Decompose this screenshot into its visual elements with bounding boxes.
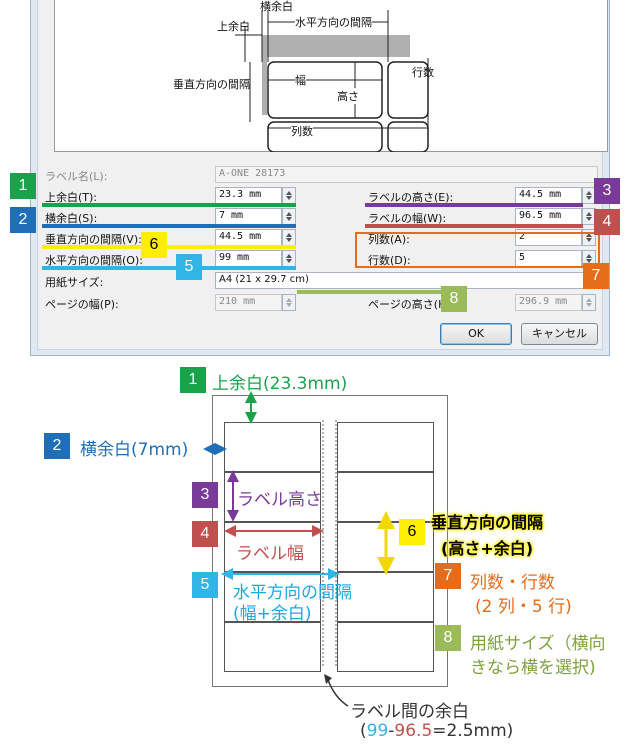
preview-label-4 (387, 121, 429, 152)
preview-top-margin: 上余白 (217, 20, 250, 33)
paper-size-select[interactable]: A4 (21 x 29.7 cm) (215, 272, 598, 289)
side-margin-spinner[interactable] (282, 208, 296, 225)
paper-size-label: 用紙サイズ: (45, 276, 104, 289)
badge-3-diagram: 3 (192, 482, 218, 508)
vert-pitch-input[interactable]: 44.5 mm (215, 229, 282, 246)
cols-rows-annotation-2: (2 列・5 行) (475, 597, 572, 617)
badge-1: 1 (10, 173, 36, 199)
marker-box-7 (355, 232, 600, 268)
page-width-input: 210 mm (215, 294, 282, 311)
badge-5: 5 (176, 254, 202, 280)
marker-line-8 (297, 290, 457, 294)
page-width-spinner (282, 294, 296, 311)
horiz-pitch-spinner[interactable] (282, 250, 296, 267)
preview-label-1 (267, 61, 383, 119)
top-margin-spinner[interactable] (282, 187, 296, 204)
badge-4-diagram: 4 (192, 521, 218, 547)
vert-pitch-annotation-2: (高さ+余白) (441, 539, 534, 558)
label-cell (337, 472, 434, 522)
rows-label: 行数(D): (368, 254, 411, 267)
preview-rows: 行数 (412, 66, 434, 79)
label-cell (337, 622, 434, 672)
gap-value-b: 96.5 (394, 721, 433, 741)
page-height-spinner (582, 294, 596, 311)
label-cell (224, 472, 321, 522)
vert-pitch-label: 垂直方向の間隔(V): (45, 233, 142, 246)
page-left-area (262, 35, 267, 115)
label-width-label: ラベルの幅(W): (368, 212, 447, 225)
label-height-input[interactable]: 44.5 mm (515, 187, 582, 204)
label-width-annotation: ラベル幅 (236, 544, 304, 564)
label-width-input[interactable]: 96.5 mm (515, 208, 582, 225)
label-cell (224, 422, 321, 472)
label-height-label: ラベルの高さ(E): (368, 191, 454, 204)
gap-value-a: 99 (366, 721, 389, 741)
label-height-annotation: ラベル高さ (237, 490, 322, 510)
preview-vert-pitch: 垂直方向の間隔 (173, 78, 250, 91)
preview-side-margin: 横余白 (260, 0, 293, 13)
side-margin-label: 横余白(S): (45, 212, 98, 225)
badge-3: 3 (594, 178, 620, 204)
cols-label: 列数(A): (368, 233, 410, 246)
horiz-pitch-label: 水平方向の間隔(O): (45, 254, 143, 267)
cols-rows-annotation-1: 列数・行数 (470, 573, 555, 593)
badge-2: 2 (10, 207, 36, 233)
badge-5-diagram: 5 (192, 572, 218, 598)
badge-1-diagram: 1 (180, 367, 206, 393)
marker-line-4 (365, 224, 583, 228)
gap-annotation-1: ラベル間の余白 (350, 702, 469, 722)
marker-line-6 (42, 245, 296, 249)
preview-height: 高さ (337, 88, 359, 104)
side-margin-annotation: 横余白(7mm) (80, 440, 189, 460)
badge-6-diagram: 6 (399, 519, 425, 545)
cancel-button[interactable]: キャンセル (521, 323, 598, 345)
ok-button[interactable]: OK (440, 323, 512, 345)
badge-6: 6 (141, 232, 167, 258)
horiz-pitch-annotation-2: (幅+余白) (233, 604, 312, 624)
top-margin-input[interactable]: 23.3 mm (215, 187, 282, 204)
page-height-input: 296.9 mm (515, 294, 582, 311)
gap-dash: - (388, 721, 395, 741)
label-name-label: ラベル名(L): (45, 170, 108, 183)
badge-2-diagram: 2 (44, 433, 70, 459)
label-name-field: A-ONE 28173 (215, 166, 598, 183)
paper-size-annotation-1: 用紙サイズ（横向 (470, 634, 606, 654)
marker-line-5 (42, 266, 296, 270)
page-top-area (262, 35, 410, 57)
top-margin-annotation: 上余白(23.3mm) (212, 374, 348, 394)
badge-7-diagram: 7 (435, 563, 461, 589)
preview-label-2 (267, 121, 383, 152)
label-preview-panel: 横余白 上余白 水平方向の間隔 垂直方向の間隔 幅 高さ 行数 列数 (54, 0, 608, 152)
side-margin-input[interactable]: 7 mm (215, 208, 282, 225)
horiz-pitch-input[interactable]: 99 mm (215, 250, 282, 267)
label-cell (337, 422, 434, 472)
vert-pitch-annotation-1: 垂直方向の間隔 (431, 513, 544, 532)
paper-size-annotation-2: きなら横を選択) (470, 658, 596, 678)
top-margin-label: 上余白(T): (45, 191, 98, 204)
marker-line-3 (365, 203, 583, 207)
horiz-pitch-annotation-1: 水平方向の間隔 (233, 583, 352, 603)
preview-horiz-pitch: 水平方向の間隔 (295, 14, 372, 30)
preview-width: 幅 (295, 72, 306, 88)
gap-open-paren: ( (360, 721, 367, 741)
vert-pitch-spinner[interactable] (282, 229, 296, 246)
gap-result: =2.5mm) (432, 721, 514, 741)
label-cell (224, 622, 321, 672)
page-width-label: ページの幅(P): (45, 298, 119, 311)
gap-annotation-2: (99-96.5=2.5mm) (360, 721, 513, 741)
badge-8: 8 (441, 286, 467, 312)
badge-4: 4 (594, 209, 620, 235)
marker-line-1 (42, 203, 296, 207)
badge-7: 7 (583, 263, 609, 289)
preview-cols: 列数 (291, 123, 313, 139)
page-height-label: ページの高さ(H): (368, 298, 455, 311)
rows-spinner[interactable] (582, 250, 596, 267)
badge-8-diagram: 8 (435, 625, 461, 651)
marker-line-2 (42, 224, 296, 228)
